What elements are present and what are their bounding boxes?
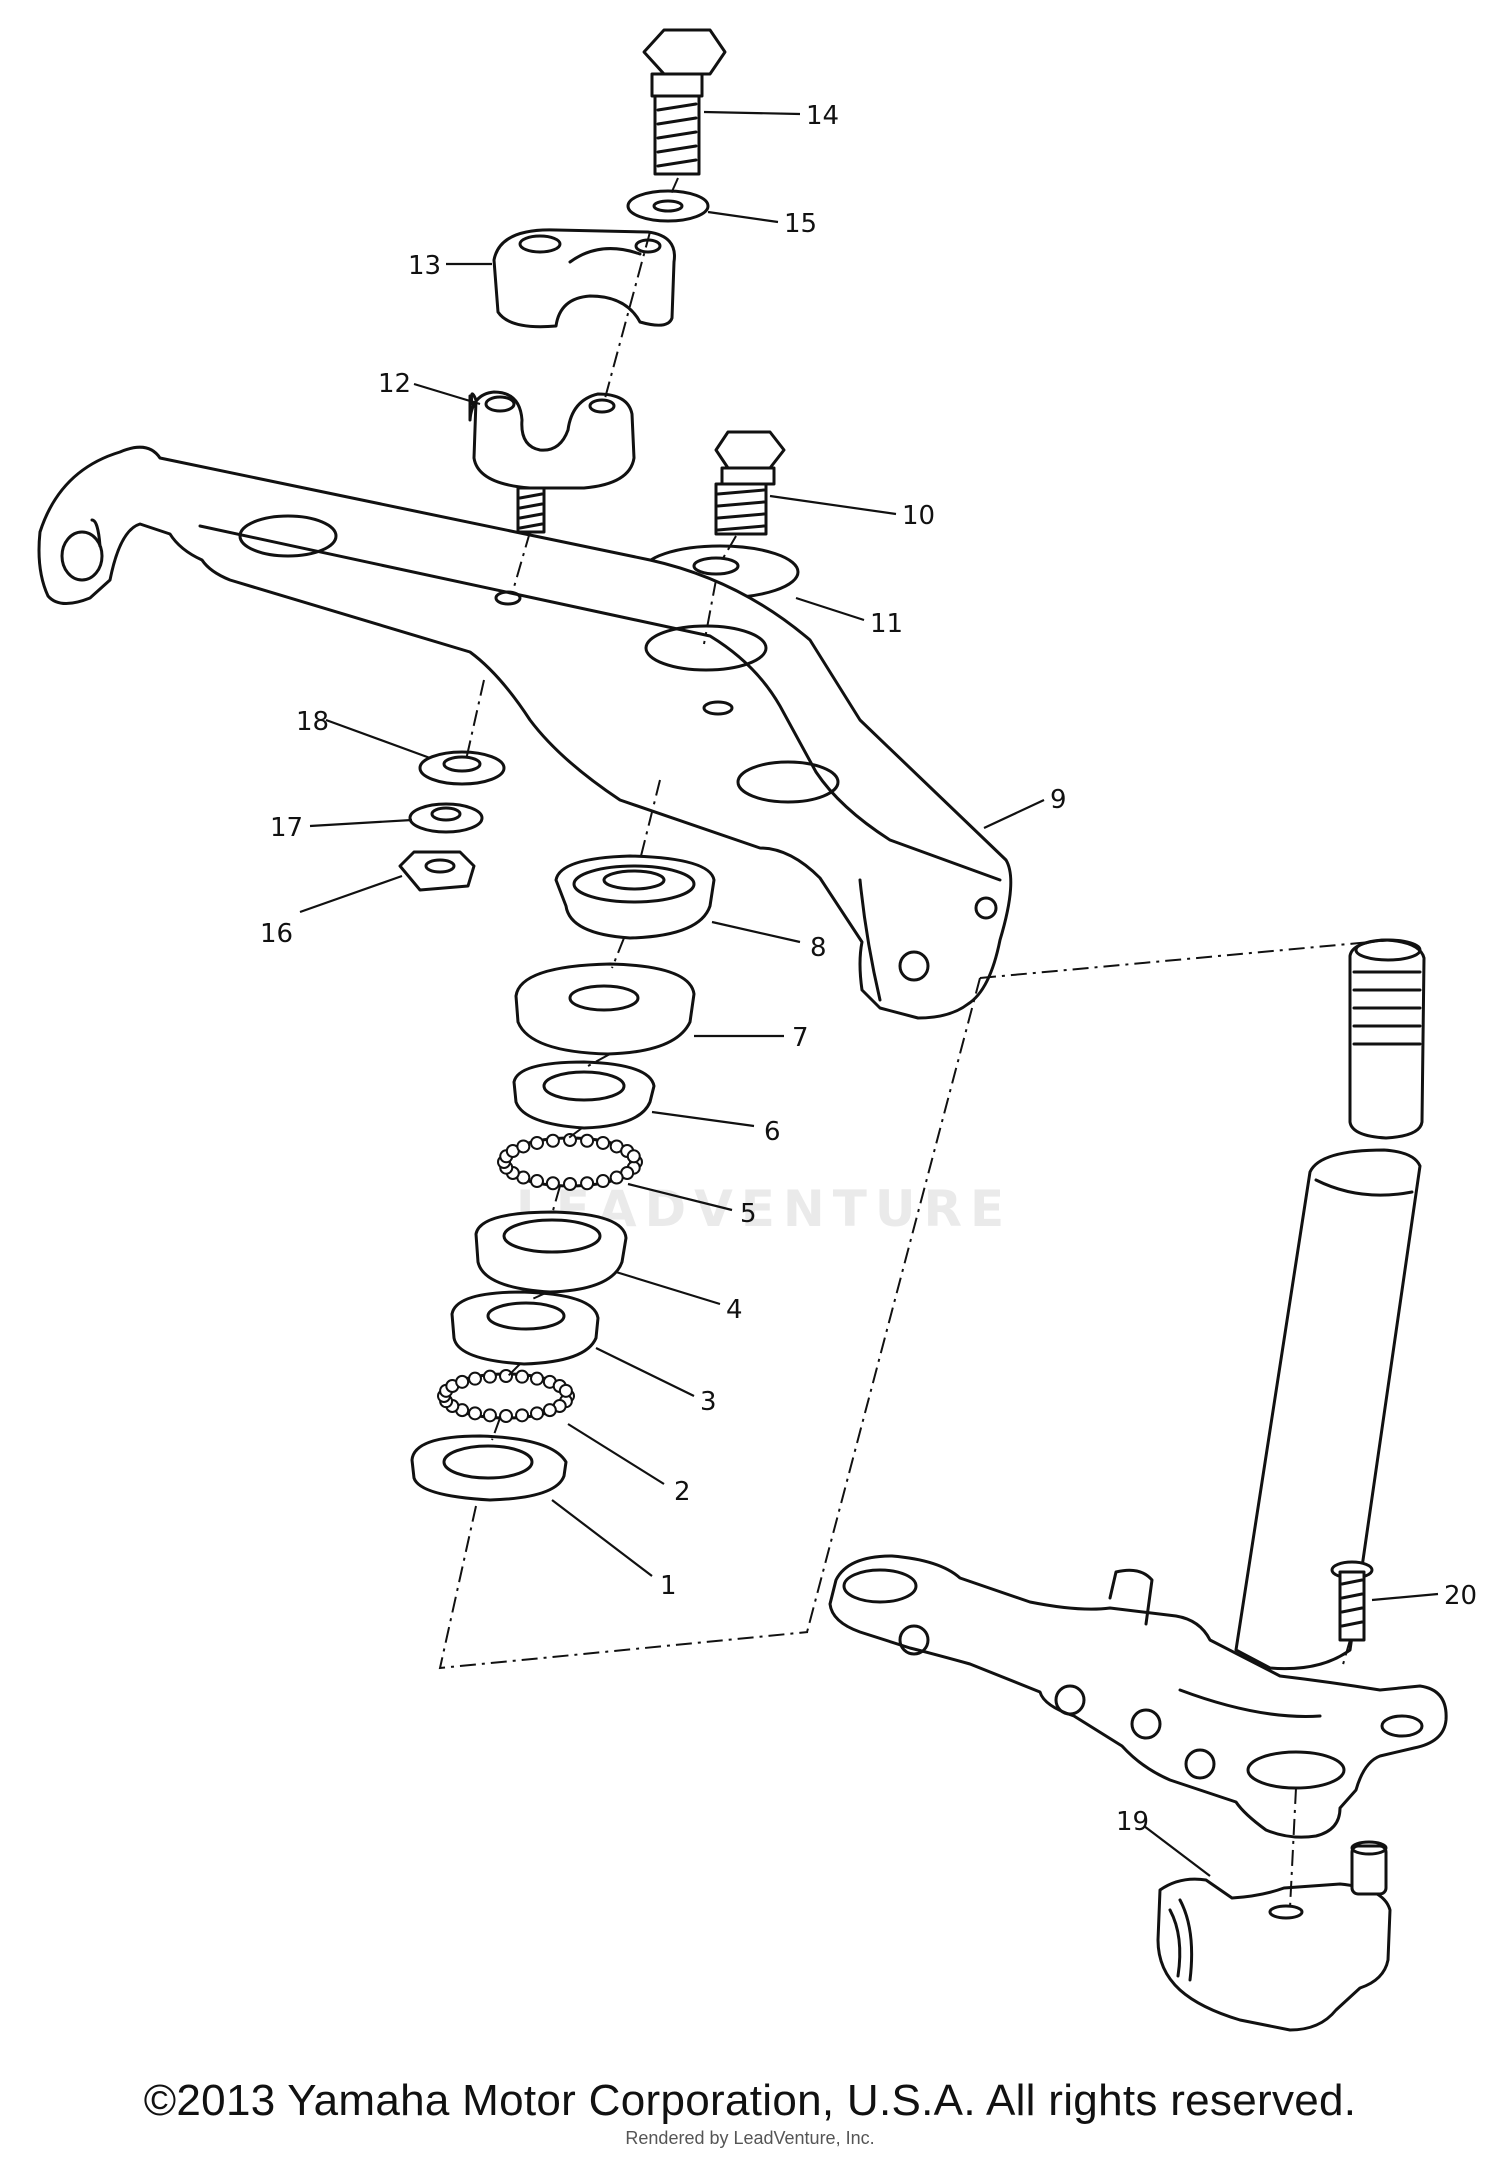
bearing-ball — [468, 1371, 482, 1386]
bearing-ball — [609, 1170, 624, 1185]
callout-11: 11 — [870, 609, 903, 639]
callout-10: 10 — [902, 501, 935, 531]
callout-9: 9 — [1050, 785, 1067, 815]
callout-20: 20 — [1444, 1581, 1477, 1611]
callout-18: 18 — [296, 707, 329, 737]
part-9-handle-crown — [37, 445, 1013, 1020]
part-5-ball-bearings — [497, 1133, 643, 1191]
bearing-ball — [515, 1408, 530, 1423]
callout-13: 13 — [408, 251, 441, 281]
part-15-washer — [626, 189, 710, 223]
bearing-ball — [482, 1369, 497, 1384]
renderer-credit: Rendered by LeadVenture, Inc. — [625, 2128, 875, 2148]
bearing-ball — [530, 1135, 544, 1150]
part-20-bolt — [1330, 1560, 1374, 1642]
bearing-ball — [563, 1177, 577, 1191]
part-2-ball-bearings — [437, 1369, 575, 1423]
part-16-nut — [398, 850, 476, 892]
callout-1: 1 — [660, 1571, 677, 1601]
callout-7: 7 — [792, 1023, 809, 1053]
bearing-ball — [596, 1174, 610, 1189]
callout-4: 4 — [726, 1295, 743, 1325]
bearing-ball — [596, 1135, 610, 1150]
part-1-race — [410, 1434, 568, 1502]
bearing-ball — [580, 1176, 595, 1191]
part-17-lock-washer — [408, 802, 484, 834]
part-4-ball-race — [474, 1210, 628, 1294]
callout-17: 17 — [270, 813, 303, 843]
callout-5: 5 — [740, 1199, 757, 1229]
bearing-ball — [626, 1149, 641, 1164]
bearing-ball — [530, 1174, 544, 1189]
callout-3: 3 — [700, 1387, 717, 1417]
bearing-ball — [515, 1369, 530, 1384]
callout-6: 6 — [764, 1117, 781, 1147]
part-12-lower-holder — [468, 390, 636, 534]
part-8-race-cover — [554, 854, 716, 940]
callout-labels: 14 15 13 12 10 11 18 17 16 9 8 7 6 5 4 3… — [260, 101, 1477, 1837]
leader-lines — [299, 110, 1439, 1877]
part-18-washer — [418, 750, 506, 786]
bearing-ball — [558, 1383, 573, 1398]
under-bracket-steering-stem — [828, 938, 1448, 2032]
bearing-ball — [563, 1133, 577, 1147]
assembly-centerlines — [438, 177, 1393, 1909]
part-10-bolt — [714, 430, 786, 536]
bearing-ball — [545, 1133, 560, 1148]
bearing-ball — [499, 1369, 513, 1383]
bearing-ball — [482, 1408, 497, 1423]
callout-12: 12 — [378, 369, 411, 399]
part-7-seal — [514, 962, 696, 1056]
bearing-ball — [530, 1371, 544, 1386]
callout-19: 19 — [1116, 1807, 1149, 1837]
callout-8: 8 — [810, 933, 827, 963]
bearing-ball — [542, 1403, 557, 1418]
callout-2: 2 — [674, 1477, 691, 1507]
bearing-ball — [468, 1406, 482, 1421]
bearing-ball — [455, 1374, 470, 1389]
bearing-ball — [530, 1406, 544, 1421]
bearing-ball — [580, 1133, 595, 1148]
bearing-ball — [499, 1409, 513, 1423]
copyright-notice: ©2013 Yamaha Motor Corporation, U.S.A. A… — [143, 2076, 1357, 2125]
callout-16: 16 — [260, 919, 293, 949]
bearing-ball — [545, 1176, 560, 1191]
part-6-ball-race — [512, 1060, 656, 1130]
callout-15: 15 — [784, 209, 817, 239]
part-14-bolt — [642, 28, 727, 176]
callout-14: 14 — [806, 101, 839, 131]
part-3-ball-race — [450, 1290, 600, 1366]
bearing-ball — [516, 1139, 531, 1154]
